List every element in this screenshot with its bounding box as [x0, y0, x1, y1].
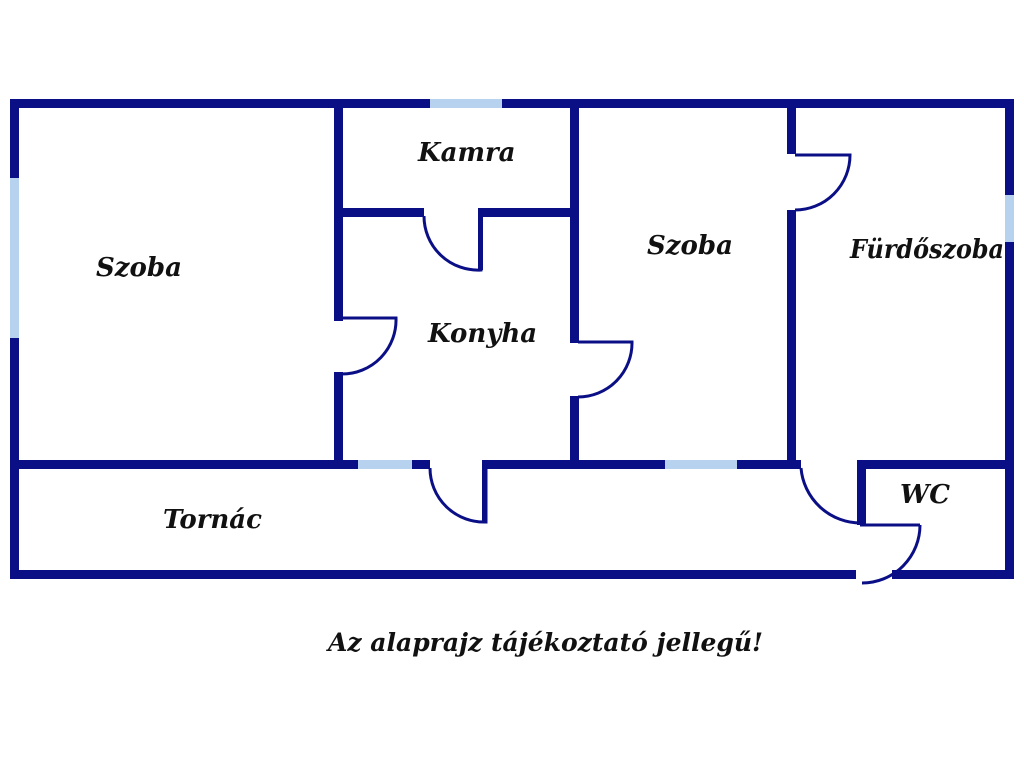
wall-left: [10, 99, 19, 579]
wall-tornac-3: [857, 460, 1014, 469]
room-labels: Szoba Kamra Konyha Szoba Fürdőszoba WC T…: [96, 138, 1004, 535]
window-szoba: [665, 460, 737, 469]
label-konyha: Konyha: [427, 319, 537, 349]
wall-wc-left: [857, 462, 866, 525]
door-furdo: [794, 153, 852, 212]
window-right: [1005, 195, 1014, 242]
wall-szoba-furdo-lower: [787, 210, 796, 469]
wall-top: [10, 99, 1014, 108]
label-szoba-left: Szoba: [96, 253, 182, 283]
windows: [10, 99, 1014, 469]
door-szoba-konyha: [341, 316, 398, 376]
walls: [10, 99, 1014, 579]
door-main: [860, 523, 922, 585]
wall-konyha-szoba-lower: [570, 396, 579, 469]
label-tornac: Tornác: [163, 505, 262, 535]
wall-bottom-right: [892, 570, 1014, 579]
wall-szoba-konyha-lower: [334, 372, 343, 469]
wall-szoba-furdo-upper: [787, 99, 796, 154]
wall-right: [1005, 99, 1014, 579]
wall-kamra-right: [478, 208, 579, 217]
window-konyha: [358, 460, 412, 469]
window-top: [430, 99, 502, 108]
wall-konyha-szoba-upper: [570, 99, 579, 343]
label-kamra: Kamra: [417, 138, 516, 168]
wall-bottom-left: [10, 570, 856, 579]
wall-kamra-left: [334, 208, 424, 217]
door-kamra: [422, 215, 483, 272]
wall-tornac-1: [10, 460, 430, 469]
window-left: [10, 178, 19, 338]
wall-tornac-2: [484, 460, 801, 469]
door-entry: [428, 467, 488, 524]
door-wc: [799, 467, 862, 525]
label-wc: WC: [900, 480, 950, 510]
disclaimer-note: Az alaprajz tájékoztató jellegű!: [328, 628, 764, 657]
doors: [341, 153, 922, 585]
label-szoba-middle: Szoba: [647, 231, 733, 261]
label-furdoszoba: Fürdőszoba: [849, 235, 1004, 265]
door-konyha-szoba: [577, 340, 634, 399]
